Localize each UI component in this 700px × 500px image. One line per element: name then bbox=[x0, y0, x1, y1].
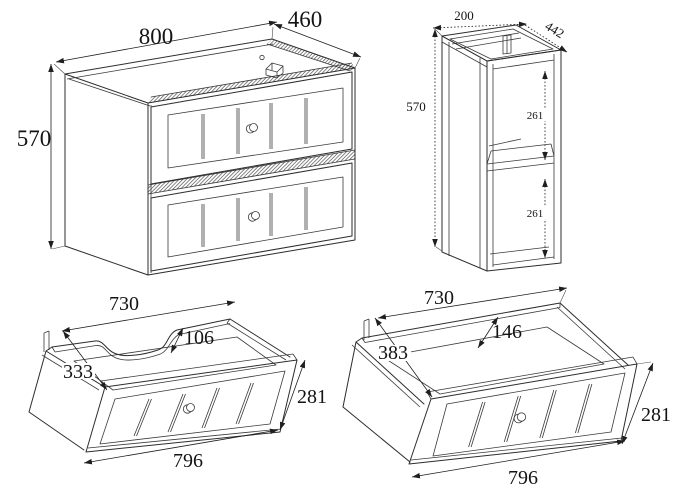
cabinet-upper-knob-icon bbox=[245, 123, 258, 134]
dim-unit-depth: 442 bbox=[524, 18, 568, 53]
unit-side-opening bbox=[486, 49, 562, 272]
dim-label-cabinet-height: 570 bbox=[17, 126, 52, 151]
dim-sink-drawer-cutout: 106 bbox=[170, 327, 214, 354]
dim-sink-drawer-inner-width: 730 bbox=[61, 293, 236, 333]
plain-drawer-inner-panel bbox=[432, 372, 626, 457]
dim-label-sink-front-width: 796 bbox=[173, 450, 203, 472]
plain-drawer-back-rim bbox=[361, 302, 561, 339]
dim-sink-drawer-front-height: 281 bbox=[279, 359, 327, 431]
dim-sink-drawer-side-depth: 333 bbox=[62, 330, 108, 391]
dim-unit-lower-compartment: 261 bbox=[524, 179, 548, 258]
unit-top-frame-inner bbox=[441, 28, 554, 68]
plain-drawer-knob-icon bbox=[513, 412, 527, 424]
unit-interior-lines bbox=[488, 138, 550, 255]
dim-label-unit-lower: 261 bbox=[527, 208, 544, 220]
cabinet-mounting-bracket bbox=[265, 62, 284, 79]
dim-plain-drawer-back-height: 146 bbox=[477, 316, 522, 349]
dim-cabinet-width: 800 bbox=[55, 20, 278, 64]
dim-unit-upper-compartment: 261 bbox=[524, 71, 548, 160]
cabinet-extension-lines bbox=[51, 26, 361, 250]
dim-label-cabinet-depth: 460 bbox=[288, 7, 323, 32]
plain-drawer-slats bbox=[468, 383, 593, 448]
sink-drawer-back-left-edge bbox=[43, 330, 50, 352]
dim-plain-drawer-front-height: 281 bbox=[621, 362, 671, 445]
dim-label-sink-inner-width: 730 bbox=[109, 293, 139, 315]
dim-label-plain-back-height: 146 bbox=[492, 321, 522, 343]
plain-drawer-back-left-edge bbox=[363, 318, 370, 340]
plain-drawer-right-rim-inner bbox=[556, 306, 626, 370]
dim-sink-drawer-front-width: 796 bbox=[83, 428, 279, 472]
cabinet-top-rim-front-hatch bbox=[148, 63, 355, 103]
dim-cabinet-height: 570 bbox=[17, 64, 54, 249]
dim-plain-drawer-side-depth: 383 bbox=[374, 317, 433, 398]
unit-extension-lines bbox=[435, 24, 567, 252]
cabinet-drawer-gap-lines bbox=[147, 149, 356, 195]
unit-top-back-rail bbox=[451, 32, 522, 50]
unit-opening-frame bbox=[492, 54, 555, 267]
dim-label-sink-side-depth: 333 bbox=[63, 361, 93, 383]
plain-drawer-extension-lines bbox=[559, 289, 652, 365]
unit-shelf bbox=[486, 143, 555, 172]
open-unit-view: 200 442 570 261 261 bbox=[406, 8, 568, 272]
sink-drawer-knob-icon bbox=[182, 403, 195, 414]
sink-drawer-slats bbox=[133, 382, 254, 437]
dim-label-unit-upper: 261 bbox=[527, 110, 544, 122]
sink-drawer-right-rim-inner bbox=[226, 318, 287, 361]
cabinet-upper-drawer-front bbox=[150, 71, 353, 185]
cabinet-screw-hole bbox=[259, 54, 265, 61]
dim-label-plain-front-height: 281 bbox=[641, 404, 671, 426]
cabinet-lower-drawer-slats bbox=[201, 187, 308, 247]
dim-cabinet-depth: 460 bbox=[273, 7, 362, 58]
sink-drawer-back-rim-inner bbox=[51, 323, 231, 361]
cabinet-lower-knob-icon bbox=[247, 211, 260, 222]
dim-label-plain-inner-width: 730 bbox=[424, 287, 454, 309]
dim-label-sink-front-height: 281 bbox=[297, 386, 327, 408]
dim-unit-width: 200 bbox=[432, 8, 528, 31]
plain-drawer-back-rim-inner bbox=[361, 303, 561, 343]
dim-unit-height: 570 bbox=[406, 29, 438, 247]
dim-plain-drawer-front-width: 796 bbox=[411, 439, 626, 489]
cabinet-upper-drawer-panel bbox=[167, 87, 344, 169]
unit-front-face-frame bbox=[448, 42, 481, 268]
cabinet-upper-drawer-slats bbox=[201, 98, 308, 159]
dim-label-unit-width: 200 bbox=[454, 8, 474, 23]
dim-label-cabinet-width: 800 bbox=[139, 24, 174, 49]
cabinet-drawer-gap-hatch bbox=[148, 150, 355, 194]
sink-drawer-right-rim bbox=[229, 318, 291, 358]
dim-label-plain-side-depth: 383 bbox=[378, 342, 408, 364]
cabinet-lower-drawer-front bbox=[150, 162, 353, 272]
dim-label-plain-front-width: 796 bbox=[508, 467, 538, 489]
plain-drawer-right-rim bbox=[559, 302, 629, 366]
unit-top-bracket bbox=[502, 34, 512, 55]
cabinet-view: 800 460 570 bbox=[17, 7, 362, 276]
sink-drawer-view: 730 106 333 281 796 bbox=[28, 293, 327, 472]
dim-label-unit-height: 570 bbox=[406, 99, 426, 114]
dim-label-sink-cutout: 106 bbox=[184, 327, 214, 349]
dim-label-unit-depth: 442 bbox=[543, 18, 567, 41]
cabinet-top-rim-right-hatch bbox=[267, 39, 355, 71]
cabinet-lower-drawer-panel bbox=[167, 176, 344, 258]
plain-drawer-view: 730 146 383 281 796 bbox=[342, 286, 671, 489]
dim-plain-drawer-inner-width: 730 bbox=[377, 286, 568, 320]
